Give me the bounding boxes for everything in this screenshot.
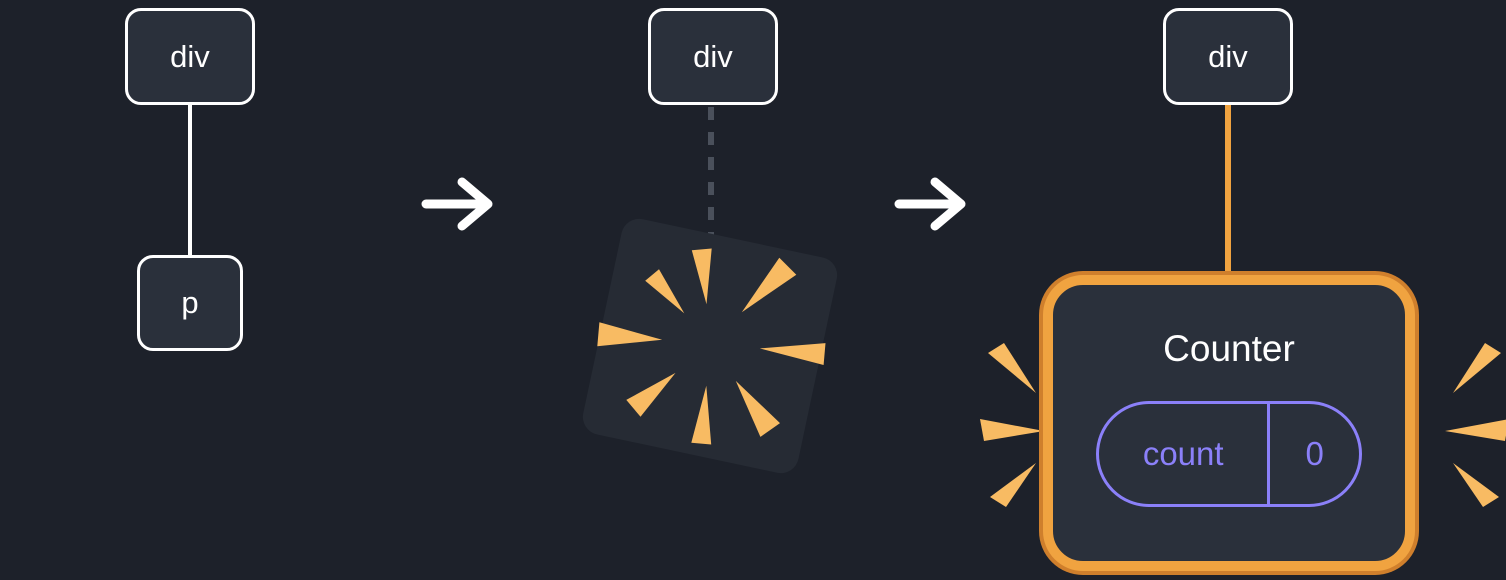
dom-node-div: div [125, 8, 255, 105]
state-key-label: count [1142, 435, 1224, 473]
state-value-label: 0 [1305, 435, 1324, 473]
counter-title: Counter [1163, 328, 1295, 369]
arrow-right-icon [894, 177, 966, 231]
arrow-right-icon [421, 177, 493, 231]
state-pill: count 0 [1096, 401, 1362, 508]
dom-node-div: div [1163, 8, 1293, 105]
spark-burst-right-icon [1445, 343, 1506, 507]
dom-node-label: div [1208, 38, 1248, 74]
spark-burst-left-icon [980, 343, 1044, 507]
orange-connector [1225, 105, 1231, 283]
dashed-connector [708, 107, 714, 240]
dom-node-label: div [170, 38, 210, 74]
state-pill-divider [1267, 404, 1271, 505]
dom-node-div: div [648, 8, 778, 105]
tree-connector [188, 105, 192, 255]
counter-component-card: Counter count 0 [1043, 275, 1415, 571]
dom-node-label: p [181, 285, 199, 320]
dom-node-p: p [137, 255, 243, 351]
dom-node-label: div [693, 38, 733, 74]
explosion-icon [582, 218, 838, 474]
